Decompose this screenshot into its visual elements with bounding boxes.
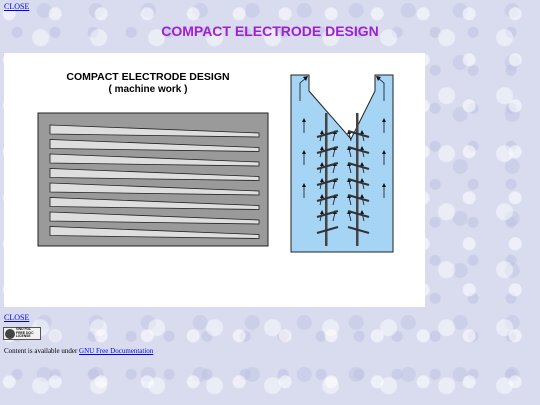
flow-arrowhead [320,130,324,134]
flow-arrowhead [382,150,386,154]
flow-arrow [319,148,323,158]
electrode-fin [347,210,370,218]
flow-arrowhead [360,194,364,198]
gnu-logo-icon [5,328,15,339]
flow-arrowhead [382,183,386,187]
electrode-fin [316,162,339,170]
electrode-fin [347,130,370,138]
electrode-stack-side-view [37,112,269,247]
electrode-fin [316,130,339,138]
electrode-fin [347,146,370,154]
electrode-pair [316,113,370,246]
flow-arrow [319,132,323,142]
flow-arrow [319,196,323,206]
electrode-plate [49,211,260,225]
flow-arrow [332,180,336,190]
diagram-panel: COMPACT ELECTRODE DESIGN ( machine work … [4,53,425,307]
flow-arrowhead [302,150,306,154]
license-link[interactable]: GNU Free Documentation [79,347,154,355]
license-prefix: Content is available under [4,347,80,355]
electrode-fin [316,146,339,154]
flow-arrowhead [320,178,324,182]
gfdl-badge-line: FREE DOC [16,330,34,335]
flow-arrowhead [360,210,364,214]
outlet-arrow [299,77,307,101]
flow-arrow [348,132,352,142]
electrode-fin [316,210,339,218]
gfdl-badge[interactable]: GNU FDL FREE DOC LICENSE [3,327,41,340]
electrode-plate [49,197,260,210]
license-notice: Content is available under GNU Free Docu… [4,347,153,355]
flow-arrowhead [360,162,364,166]
outlet-arrow [377,77,385,101]
flow-arrow [332,212,336,222]
outlet-arrowhead [303,76,308,81]
flow-arrow [319,180,323,190]
flow-arrow [348,164,352,174]
electrode-fin [347,226,370,234]
flow-arrows [299,76,386,222]
electrode-plate [49,182,260,196]
flow-arrowhead [320,146,324,150]
flow-arrowhead [360,130,364,134]
flow-arrowhead [320,210,324,214]
flow-arrow [348,212,352,222]
gfdl-badge-line: LICENSE [16,334,31,339]
page-title: COMPACT ELECTRODE DESIGN [161,23,379,39]
electrode-plate [49,168,260,181]
flow-arrow [348,148,352,158]
gfdl-badge-line: GNU FDL [16,327,32,332]
flow-arrow [348,180,352,190]
electrolytic-cell-cross-section [290,74,394,253]
flow-arrow [332,196,336,206]
electrode-fin [347,162,370,170]
electrode-plate [49,153,260,167]
outlet-arrowhead [376,76,381,81]
flow-arrow [332,148,336,158]
flow-arrow [348,196,352,206]
flow-arrowhead [360,146,364,150]
electrode-diagram: COMPACT ELECTRODE DESIGN ( machine work … [37,71,394,253]
flow-arrowhead [360,178,364,182]
flow-arrow [332,132,336,142]
electrolytic-cell-body [290,74,394,253]
diagram-heading: COMPACT ELECTRODE DESIGN [66,71,229,83]
close-link-top[interactable]: CLOSE [4,2,30,11]
flow-arrowhead [302,183,306,187]
flow-arrowhead [320,194,324,198]
diagram-subheading: ( machine work ) [109,84,188,95]
flow-arrow [319,164,323,174]
electrode-rod [325,113,328,246]
electrode-fin [316,226,339,234]
flow-arrowhead [320,162,324,166]
electrode-fin [347,178,370,186]
electrode-fin [316,178,339,186]
electrode-plate [49,226,260,239]
flow-arrow [332,164,336,174]
electrode-plate [49,124,260,138]
flow-arrow [319,212,323,222]
electrode-fin [316,194,339,202]
electrode-rod [356,113,359,246]
electrode-plate [49,139,260,152]
close-link-bottom[interactable]: CLOSE [4,313,30,322]
flow-arrowhead [302,118,306,122]
flow-arrowhead [382,118,386,122]
electrode-fin [347,194,370,202]
